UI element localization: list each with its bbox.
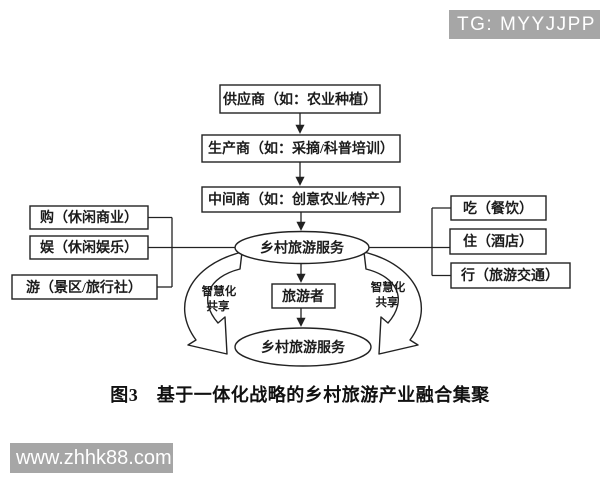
hub-top-label: 乡村旅游服务 <box>260 240 345 257</box>
hub-bottom-ellipse <box>234 327 372 367</box>
transport-label: 行（旅游交通） <box>460 267 559 284</box>
watermark-bottom-left: www.zhhk88.com <box>10 443 173 473</box>
supplier-box <box>219 84 381 114</box>
flow-arrows <box>295 113 306 327</box>
shopping-box <box>29 205 149 230</box>
producer-label: 生产商（如：采摘/科普培训） <box>208 140 394 157</box>
connector-lines <box>148 207 451 288</box>
entertainment-box <box>29 235 149 260</box>
stay-box <box>449 228 547 255</box>
smart-share-right-label-line2: 共享 <box>376 295 399 309</box>
smart-share-arrow-right <box>363 251 422 355</box>
watermark-top-right: TG: MYYJJPP <box>449 10 600 39</box>
sightseeing-box <box>11 274 158 300</box>
middleman-box <box>201 186 401 213</box>
figure-caption: 图3 基于一体化战略的乡村旅游产业融合集聚 <box>110 385 490 405</box>
hub-top-ellipse <box>234 230 370 265</box>
shopping-label: 购（休闲商业） <box>40 209 138 226</box>
tourist-label: 旅游者 <box>282 288 324 305</box>
sightseeing-label: 游（景区/旅行社） <box>26 279 142 296</box>
stay-label: 住（酒店） <box>463 233 533 250</box>
middleman-label: 中间商（如：创意农业/特产） <box>208 191 394 208</box>
smart-share-left-label-line1: 智慧化 <box>202 284 237 298</box>
smart-share-right-label-line1: 智慧化 <box>371 280 406 294</box>
eat-box <box>450 195 547 221</box>
entertainment-label: 娱（休闲娱乐） <box>40 239 138 256</box>
smart-share-arrow-left <box>184 251 243 355</box>
smart-share-left-label-line2: 共享 <box>207 299 230 313</box>
eat-label: 吃（餐饮） <box>463 200 533 217</box>
transport-box <box>450 262 571 289</box>
hub-bottom-label: 乡村旅游服务 <box>261 339 346 356</box>
supplier-label: 供应商（如：农业种植） <box>222 91 377 108</box>
producer-box <box>201 134 401 163</box>
tourist-box <box>271 283 336 309</box>
